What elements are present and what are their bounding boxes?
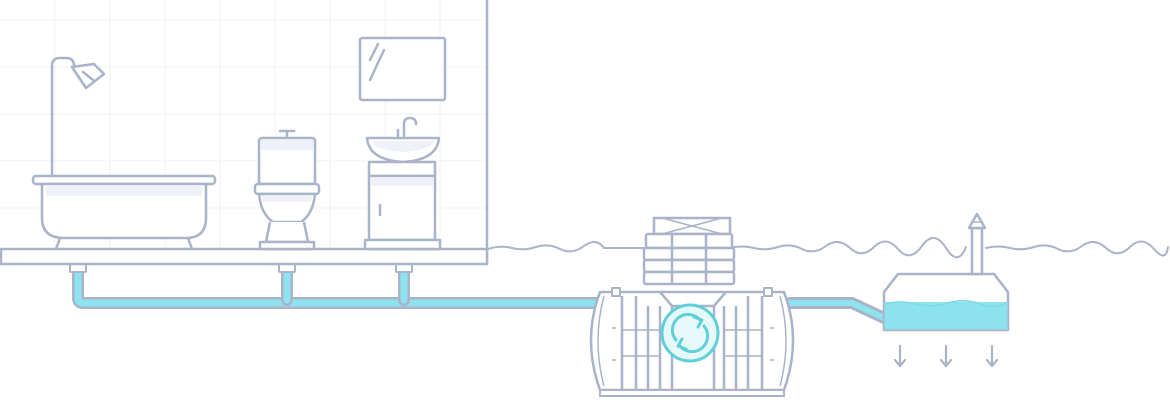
bathtub-icon [31, 174, 217, 251]
floor-slab [0, 247, 489, 266]
toilet-icon [253, 129, 321, 251]
arrow-down-icon [939, 344, 953, 368]
shower-head-icon [50, 56, 106, 178]
mirror-icon [358, 36, 447, 102]
arrow-down-icon [985, 344, 999, 368]
vent-pipe-icon [967, 212, 987, 276]
recycle-icon [660, 303, 720, 363]
sink-vanity-icon [363, 116, 442, 251]
septic-tank-icon [589, 216, 795, 397]
drain-field-icon [882, 272, 1010, 332]
drain-pipes [72, 258, 890, 324]
ground-line [487, 237, 1169, 259]
drain-arrows [893, 344, 999, 368]
arrow-down-icon [893, 344, 907, 368]
